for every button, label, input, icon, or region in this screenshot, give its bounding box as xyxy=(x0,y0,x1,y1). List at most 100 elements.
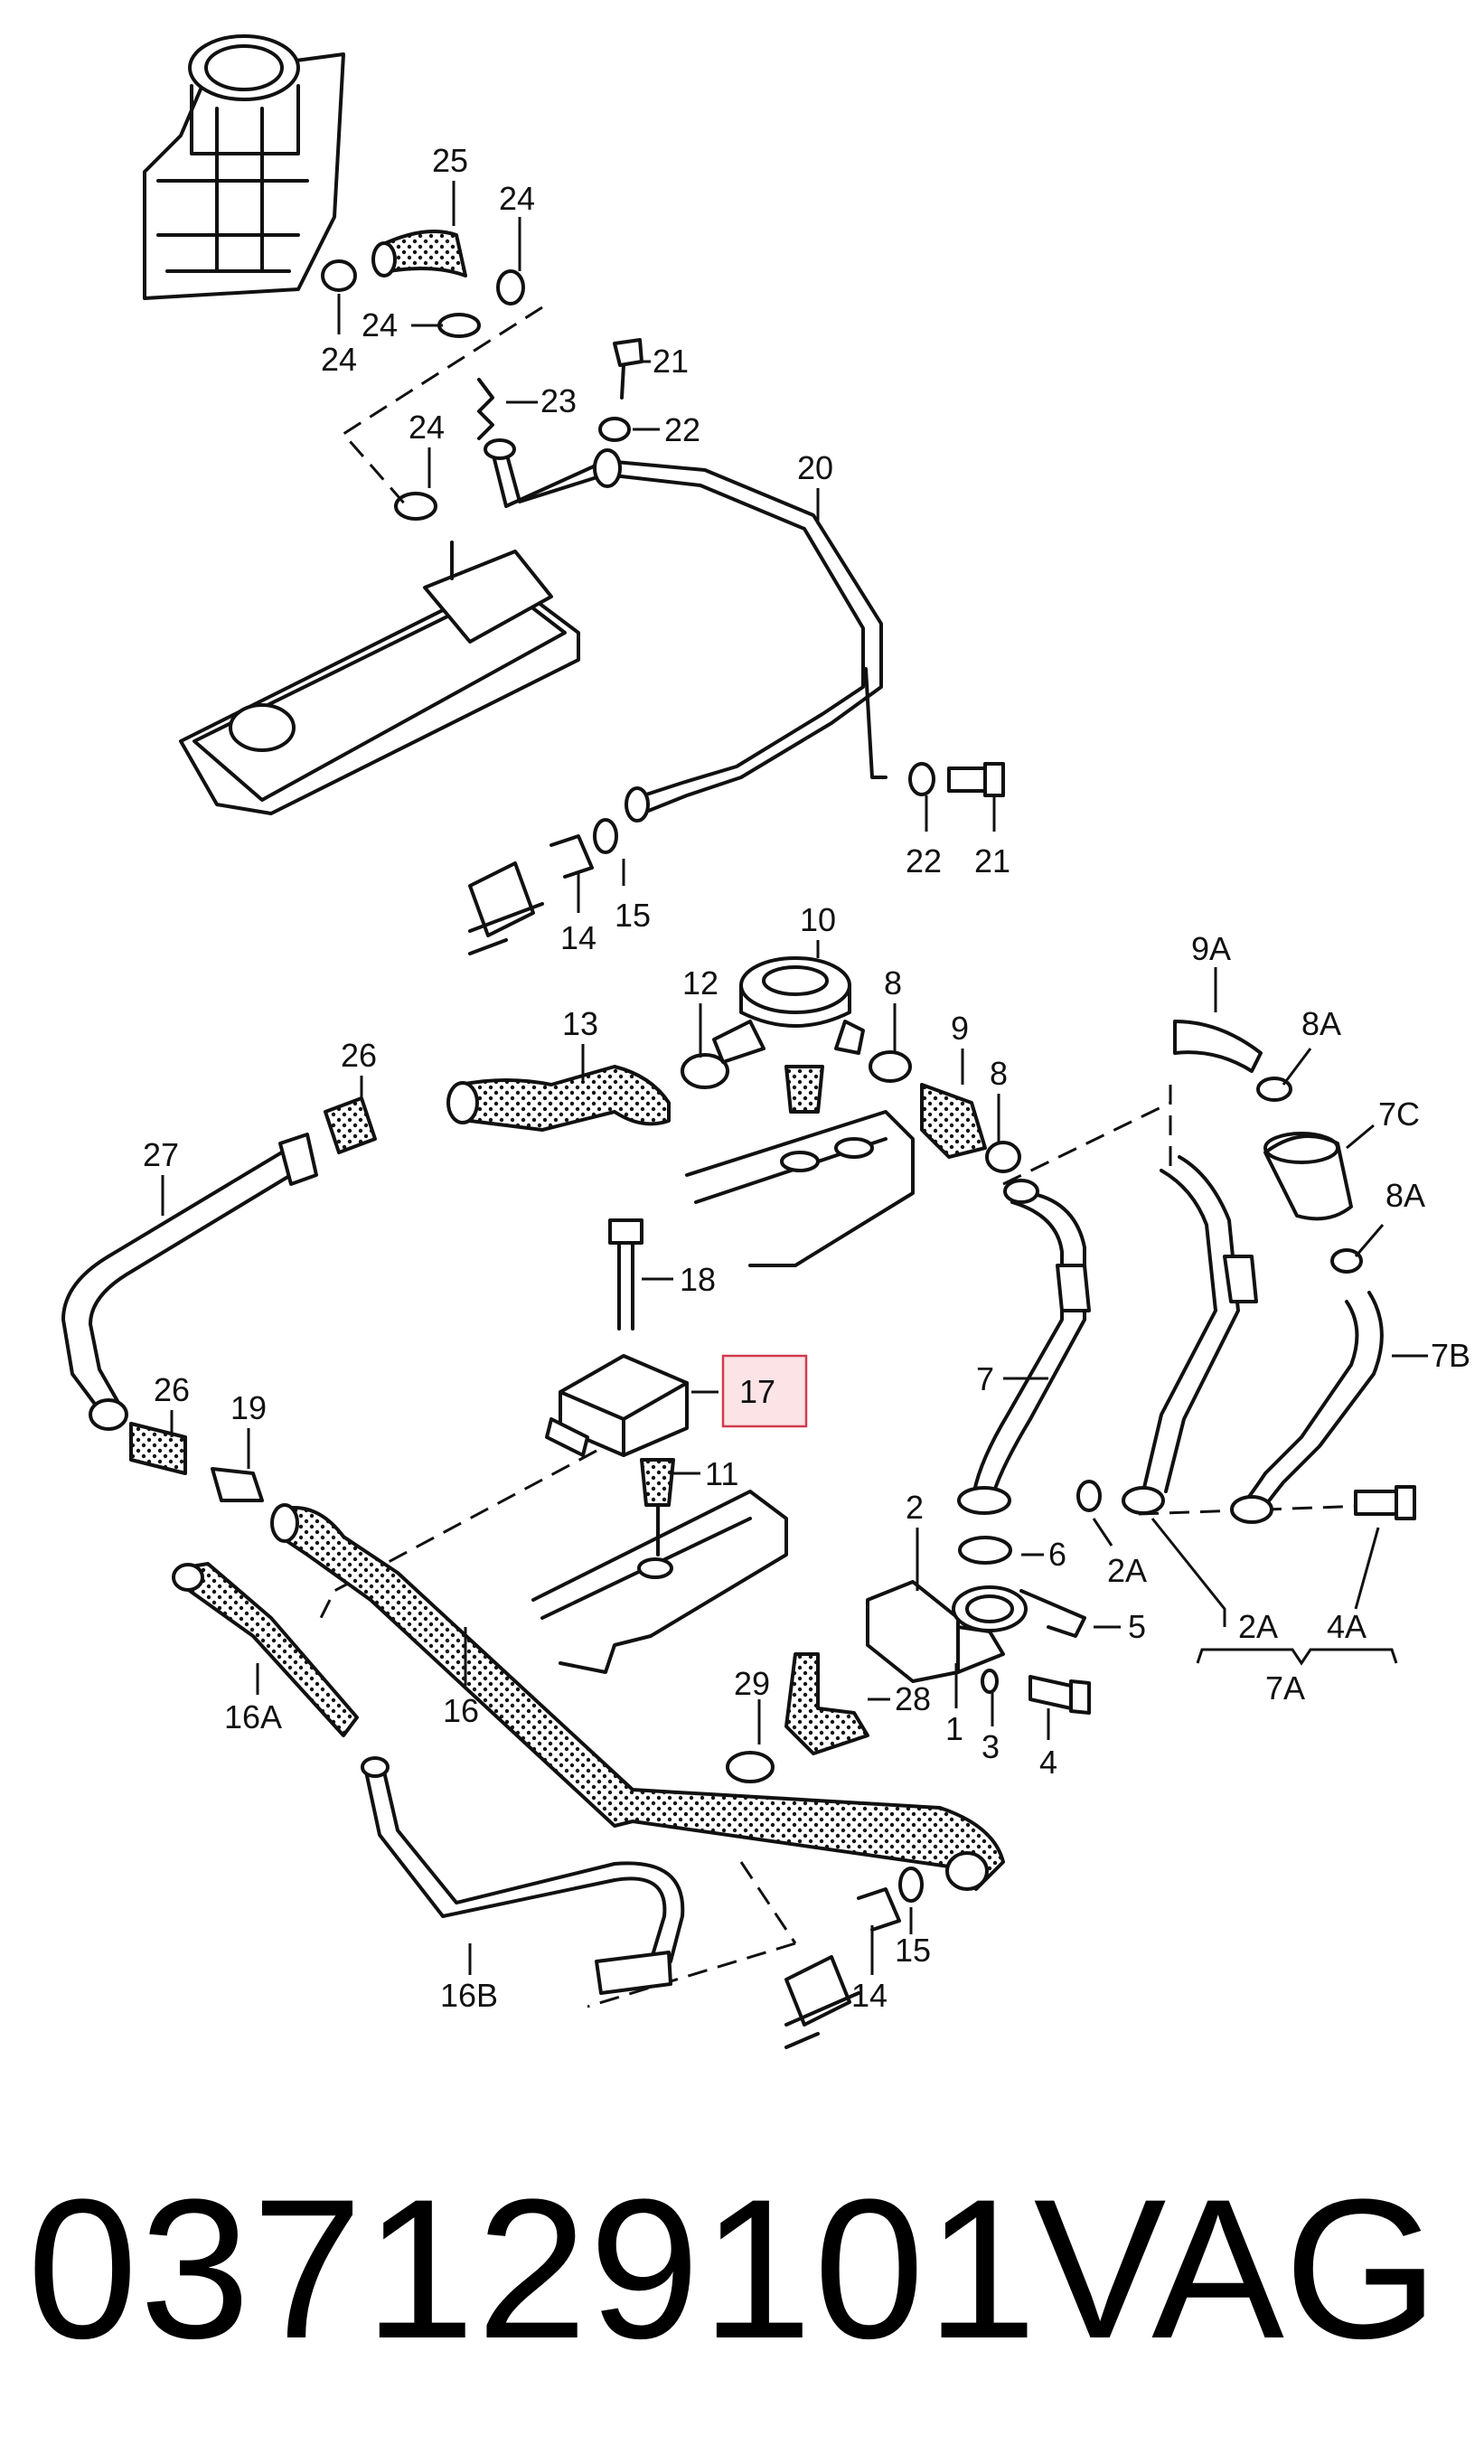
clamp-24-right xyxy=(496,269,525,306)
callout-11: 11 xyxy=(705,1455,738,1492)
engine-block-fragment xyxy=(143,34,345,300)
callout-6: 6 xyxy=(1048,1536,1066,1573)
callout-29: 29 xyxy=(734,1665,770,1702)
fitting-19 xyxy=(211,1467,264,1502)
callout-17: 17 xyxy=(739,1373,775,1410)
callout-16B: 16B xyxy=(440,1977,498,2014)
callout-4: 4 xyxy=(1039,1744,1057,1781)
callout-2: 2 xyxy=(906,1489,924,1526)
callout-1: 1 xyxy=(945,1710,963,1747)
clamp-24-lower xyxy=(437,313,481,338)
callout-labels: 25 24 24 24 24 23 21 22 20 22 21 14 15 1… xyxy=(143,142,1470,2014)
callout-7: 7 xyxy=(976,1360,994,1397)
breather-pipe-20 xyxy=(484,438,888,823)
callout-12: 12 xyxy=(682,964,719,1002)
hose-7 xyxy=(957,1179,1091,1515)
callout-14: 14 xyxy=(560,919,596,956)
callout-24: 24 xyxy=(362,306,398,343)
callout-21: 21 xyxy=(653,343,689,380)
spring-clip-14-upper xyxy=(549,834,594,879)
brand-name: VAG xyxy=(1033,2158,1439,2380)
callout-16: 16 xyxy=(443,1692,479,1729)
callout-8A: 8A xyxy=(1301,1005,1341,1042)
o-ring-2A xyxy=(1076,1480,1102,1512)
clamp-12 xyxy=(681,1053,729,1089)
callout-27: 27 xyxy=(143,1136,179,1173)
callout-7C: 7C xyxy=(1378,1096,1420,1133)
clamp-8A-lower xyxy=(1330,1248,1363,1274)
callout-5: 5 xyxy=(1128,1608,1146,1645)
callout-16A: 16A xyxy=(224,1698,282,1735)
filter-7C xyxy=(1263,1132,1353,1221)
leader-lines xyxy=(161,181,1428,1975)
callout-25: 25 xyxy=(432,142,468,179)
bracket-7A xyxy=(1196,1648,1398,1666)
pipe-16B xyxy=(361,1756,685,1995)
callout-28: 28 xyxy=(895,1680,931,1717)
pipe-27 xyxy=(61,1133,318,1431)
hose-13 xyxy=(446,1065,671,1132)
hose-26-upper xyxy=(324,1096,377,1154)
callout-14: 14 xyxy=(851,1977,888,2014)
spring-clip-14-lower xyxy=(857,1887,901,1932)
cylinder-head-middle xyxy=(685,1110,915,1267)
assembly-line-right xyxy=(1002,1085,1172,1186)
washer-22-lower xyxy=(908,762,935,796)
callout-24: 24 xyxy=(409,409,445,446)
pressure-valve-10 xyxy=(712,956,865,1064)
callout-15: 15 xyxy=(615,897,651,934)
part-number: 037129101 xyxy=(27,2158,1039,2380)
o-ring-6 xyxy=(958,1536,1012,1565)
callout-9A: 9A xyxy=(1191,930,1231,967)
callout-26: 26 xyxy=(154,1371,190,1408)
assembly-line-top xyxy=(341,306,543,507)
hose-7A xyxy=(1122,1155,1258,1515)
screw-3 xyxy=(981,1669,999,1694)
breather-valve-upper xyxy=(468,861,544,955)
callout-22: 22 xyxy=(906,842,942,879)
screw-23 xyxy=(477,378,494,440)
callout-26: 26 xyxy=(341,1037,377,1074)
callout-13: 13 xyxy=(562,1005,598,1042)
callout-8A: 8A xyxy=(1385,1177,1425,1214)
o-ring-15-upper xyxy=(593,818,618,854)
clamp-29 xyxy=(726,1751,775,1783)
assembly-line-lower xyxy=(587,1861,797,2008)
callout-2A: 2A xyxy=(1238,1608,1278,1645)
callout-19: 19 xyxy=(230,1389,267,1426)
bolt-4A xyxy=(1354,1485,1416,1520)
exploded-parts-diagram: 25 24 24 24 24 23 21 22 20 22 21 14 15 1… xyxy=(61,34,1470,2049)
valve-cover-upper xyxy=(179,541,580,815)
clamp-8-lower xyxy=(985,1141,1021,1173)
callout-7B: 7B xyxy=(1431,1337,1470,1374)
clip-5 xyxy=(1019,1589,1086,1638)
hose-16A xyxy=(172,1562,359,1737)
o-ring-15-lower xyxy=(898,1867,924,1903)
hose-9A xyxy=(1173,1020,1263,1073)
grommet-11 xyxy=(640,1458,675,1556)
callout-24: 24 xyxy=(499,180,535,217)
hose-28 xyxy=(784,1652,869,1755)
callout-21: 21 xyxy=(974,842,1010,879)
clamp-24-valve xyxy=(394,492,437,521)
clamp-8A-upper xyxy=(1256,1077,1292,1102)
cylinder-head-lower xyxy=(531,1490,788,1674)
clamp-24-left xyxy=(321,259,357,292)
bolt-18 xyxy=(608,1218,643,1331)
callout-9: 9 xyxy=(951,1010,969,1047)
callout-18: 18 xyxy=(680,1261,716,1298)
hose-26-lower xyxy=(129,1422,187,1475)
clamp-8-upper xyxy=(869,1050,912,1083)
hose-25 xyxy=(371,230,467,277)
callout-23: 23 xyxy=(540,382,577,419)
hose-7B xyxy=(1230,1291,1384,1524)
assembly-line-mid xyxy=(315,1449,597,1628)
washer-22-top xyxy=(598,417,631,442)
bolt-4 xyxy=(1028,1675,1091,1715)
callout-22: 22 xyxy=(664,411,700,448)
callout-8: 8 xyxy=(884,964,902,1002)
bolt-21-top xyxy=(613,338,643,400)
highlight-box-17 xyxy=(721,1354,808,1428)
grommet-upper xyxy=(784,1065,824,1114)
elbow-2 xyxy=(866,1580,1028,1683)
